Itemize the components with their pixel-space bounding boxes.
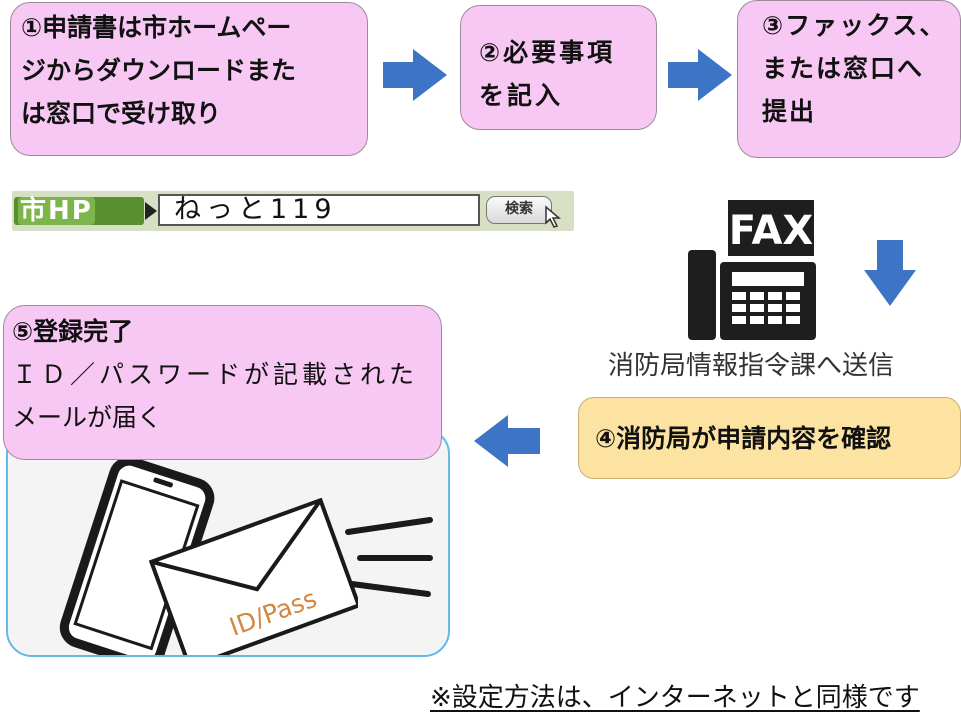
envelope-icon: ID/Pass xyxy=(148,498,358,655)
city-hp-search-bar: 市HP ねっと119 検索 xyxy=(12,191,574,231)
city-hp-badge-label: 市HP xyxy=(18,196,95,226)
step-5-registration-complete: ⑤登録完了 ＩＤ／パスワードが記載された メールが届く xyxy=(3,305,442,460)
step-1-line-2: ジからダウンロードまた xyxy=(21,56,297,85)
step-5-line-3: メールが届く xyxy=(12,403,163,432)
step-1-line-3: は窓口で受け取り xyxy=(21,99,222,128)
right-arrow-icon xyxy=(383,49,447,101)
play-triangle-icon xyxy=(145,202,157,220)
smartphone-icon xyxy=(59,456,215,655)
left-arrow-icon xyxy=(474,415,540,467)
footnote: ※設定方法は、インターネットと同様です xyxy=(430,683,920,713)
step-3-line-3: 提出 xyxy=(762,97,817,126)
motion-lines-icon xyxy=(345,517,433,597)
search-input[interactable]: ねっと119 xyxy=(158,194,480,226)
phone-mail-illustration: ID/Pass xyxy=(6,428,450,657)
fax-machine-icon: FAX xyxy=(688,200,816,340)
step-2-line-1: ②必要事項 xyxy=(479,38,616,67)
step-1-download-application: ①申請書は市ホームペー ジからダウンロードまた は窓口で受け取り xyxy=(10,2,368,156)
step-5-line-2: ＩＤ／パスワードが記載された xyxy=(12,360,419,389)
fax-caption: 消防局情報指令課へ送信 xyxy=(608,351,895,381)
fax-icon-label: FAX xyxy=(729,208,814,254)
step-3-line-1: ③ファックス、 xyxy=(762,11,947,40)
step-2-line-2: を記入 xyxy=(479,81,564,110)
step-1-line-1: ①申請書は市ホームペー xyxy=(21,13,292,42)
search-button[interactable]: 検索 xyxy=(486,196,552,224)
step-3-submit-by-fax-or-counter: ③ファックス、 または窓口へ 提出 xyxy=(737,0,961,158)
step-5-line-1: ⑤登録完了 xyxy=(12,317,134,346)
step-4-fire-dept-confirms: ④消防局が申請内容を確認 xyxy=(578,397,961,479)
step-2-fill-required-fields: ②必要事項 を記入 xyxy=(460,5,657,130)
city-hp-badge: 市HP xyxy=(14,197,144,225)
step-4-line-1: ④消防局が申請内容を確認 xyxy=(595,424,892,453)
cursor-pointer-icon xyxy=(545,205,562,228)
right-arrow-icon xyxy=(668,49,732,101)
step-3-line-2: または窓口へ xyxy=(762,54,925,83)
down-arrow-icon xyxy=(864,240,916,306)
